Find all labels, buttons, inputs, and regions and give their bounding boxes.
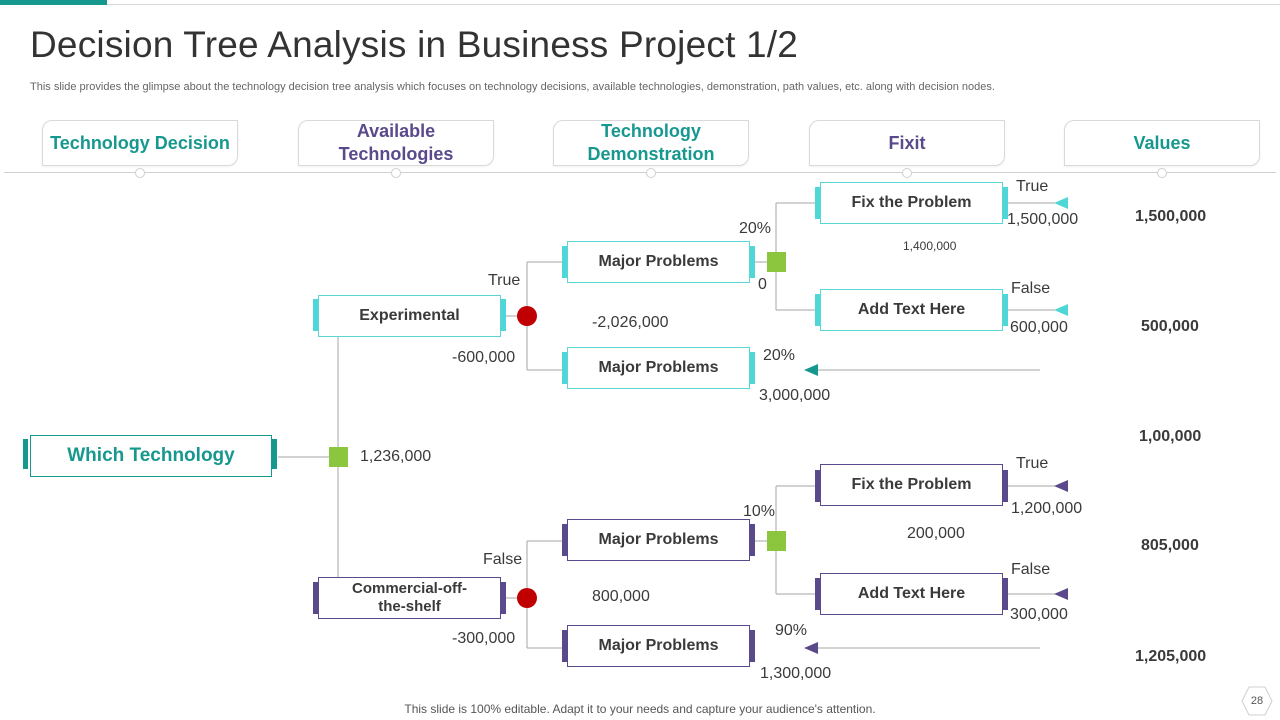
add-outcome-label: False bbox=[1011, 280, 1051, 297]
decision-node bbox=[767, 531, 786, 551]
header-fixit: Fixit bbox=[809, 120, 1005, 166]
node-cap bbox=[1003, 470, 1008, 502]
fix-value: 1,500,000 bbox=[1007, 211, 1079, 228]
node-cap bbox=[815, 470, 820, 502]
add-outcome-label: False bbox=[1011, 561, 1051, 578]
arrow-marker bbox=[804, 642, 818, 654]
node-cap bbox=[815, 578, 820, 610]
fix-outcome-label: True bbox=[1016, 178, 1049, 195]
commercial-upper-pct: 10% bbox=[743, 503, 776, 520]
timeline-dot bbox=[902, 168, 912, 178]
experimental-cost: -600,000 bbox=[452, 349, 516, 366]
timeline-dot bbox=[391, 168, 401, 178]
node-which-technology: Which Technology bbox=[30, 435, 272, 477]
header-available-technologies: Available Technologies bbox=[298, 120, 494, 166]
node-cap bbox=[562, 524, 567, 556]
node-cap bbox=[750, 246, 755, 278]
timeline-dot bbox=[1157, 168, 1167, 178]
value-item: 500,000 bbox=[1141, 318, 1199, 335]
experimental-upper-pct2: 0 bbox=[758, 276, 767, 293]
node-cap bbox=[272, 439, 277, 469]
experimental-lower-pct: 20% bbox=[763, 347, 796, 364]
node-cap bbox=[23, 439, 28, 469]
root-value: 1,236,000 bbox=[360, 448, 432, 465]
decision-node bbox=[767, 252, 786, 272]
add-value: 600,000 bbox=[1010, 319, 1068, 336]
arrow-marker bbox=[1054, 304, 1068, 316]
node-cap bbox=[562, 352, 567, 384]
chance-node bbox=[517, 588, 537, 608]
experimental-lower-value: 3,000,000 bbox=[759, 387, 831, 404]
value-item: 1,00,000 bbox=[1139, 428, 1202, 445]
node-cap bbox=[1003, 294, 1008, 326]
experimental-upper-value: 1,400,000 bbox=[903, 239, 957, 253]
value-item: 1,205,000 bbox=[1135, 648, 1207, 665]
commercial-node-value: 800,000 bbox=[592, 588, 650, 605]
fix-value: 1,200,000 bbox=[1011, 500, 1083, 517]
commercial-lower-value: 1,300,000 bbox=[760, 665, 832, 682]
node-major-problems: Major Problems bbox=[567, 241, 750, 283]
arrow-marker bbox=[1054, 480, 1068, 492]
node-cap bbox=[1003, 578, 1008, 610]
add-value: 300,000 bbox=[1010, 606, 1068, 623]
node-major-problems: Major Problems bbox=[567, 347, 750, 389]
node-cap bbox=[313, 582, 318, 614]
arrow-marker bbox=[1054, 588, 1068, 600]
top-divider bbox=[107, 4, 1280, 5]
node-cap bbox=[1003, 187, 1008, 219]
value-item: 1,500,000 bbox=[1135, 208, 1207, 225]
decision-node bbox=[329, 447, 348, 467]
page-number: 28 bbox=[1250, 695, 1264, 707]
node-cap bbox=[562, 246, 567, 278]
arrow-marker bbox=[804, 364, 818, 376]
commercial-lower-pct: 90% bbox=[775, 622, 808, 639]
header-technology-demonstration: Technology Demonstration bbox=[553, 120, 749, 166]
node-cap bbox=[562, 630, 567, 662]
node-cap bbox=[501, 299, 506, 331]
footer-note: This slide is 100% editable. Adapt it to… bbox=[404, 702, 876, 716]
commercial-cost: -300,000 bbox=[452, 630, 516, 647]
fix-outcome-label: True bbox=[1016, 455, 1049, 472]
node-cap bbox=[750, 352, 755, 384]
node-experimental: Experimental bbox=[318, 295, 501, 337]
timeline-line bbox=[4, 172, 1276, 173]
page-number-badge bbox=[1241, 686, 1273, 716]
value-item: 805,000 bbox=[1141, 537, 1199, 554]
node-cap bbox=[815, 294, 820, 326]
page-subtitle: This slide provides the glimpse about th… bbox=[30, 81, 995, 93]
node-cap bbox=[501, 582, 506, 614]
node-cap bbox=[750, 630, 755, 662]
node-cap bbox=[313, 299, 318, 331]
experimental-upper-pct: 20% bbox=[739, 220, 772, 237]
node-cap bbox=[750, 524, 755, 556]
commercial-upper-value: 200,000 bbox=[907, 525, 965, 542]
experimental-true-label: True bbox=[488, 272, 521, 289]
arrow-marker bbox=[1054, 197, 1068, 209]
timeline-dot bbox=[135, 168, 145, 178]
timeline-dot bbox=[646, 168, 656, 178]
page-title: Decision Tree Analysis in Business Proje… bbox=[30, 24, 799, 65]
experimental-node-value: -2,026,000 bbox=[592, 314, 669, 331]
node-major-problems: Major Problems bbox=[567, 519, 750, 561]
node-add-text: Add Text Here bbox=[820, 289, 1003, 331]
node-major-problems: Major Problems bbox=[567, 625, 750, 667]
chance-node bbox=[517, 306, 537, 326]
node-cap bbox=[815, 187, 820, 219]
header-values: Values bbox=[1064, 120, 1260, 166]
node-add-text: Add Text Here bbox=[820, 573, 1003, 615]
commercial-false-label: False bbox=[483, 551, 523, 568]
node-commercial-off-the-shelf: Commercial-off-the-shelf bbox=[318, 577, 501, 619]
node-fix-the-problem: Fix the Problem bbox=[820, 182, 1003, 224]
node-fix-the-problem: Fix the Problem bbox=[820, 464, 1003, 506]
header-technology-decision: Technology Decision bbox=[42, 120, 238, 166]
accent-bar bbox=[0, 0, 107, 5]
